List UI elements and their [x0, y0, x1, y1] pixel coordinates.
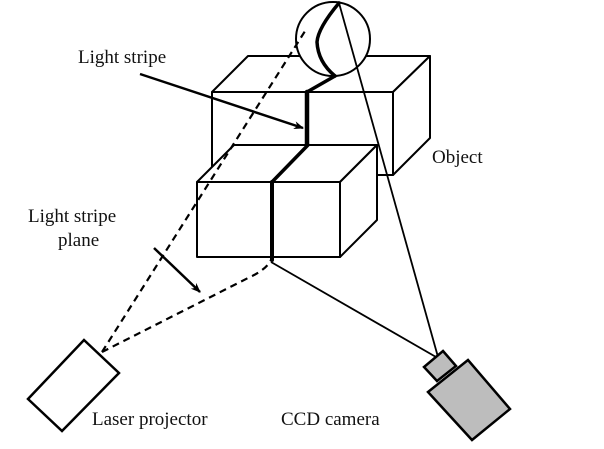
light-stripe-plane-arrow [153, 247, 201, 293]
light-stripe-arrow [139, 72, 304, 130]
front-cube-front-face [196, 181, 341, 258]
back-cube-stripe-top [305, 74, 337, 94]
laser-plane-rays [101, 27, 308, 353]
stripe-on-front-cube [270, 143, 310, 262]
laser-projector-icon [26, 338, 121, 433]
laser-ray-lower [101, 259, 272, 353]
camera-lens [422, 349, 458, 383]
label-laser-projector: Laser projector [92, 409, 208, 430]
camera-sight-lines [270, 2, 439, 358]
sight-line-to-sphere [338, 2, 439, 358]
sight-line-to-front-cube [270, 261, 437, 358]
back-cube-right-face [392, 55, 431, 176]
label-light-stripe-plane-line2: plane [58, 230, 99, 251]
camera-body [426, 358, 512, 442]
front-cube-stripe-top [270, 143, 310, 184]
ccd-camera-icon [422, 349, 512, 442]
front-cube-right-face [339, 144, 378, 258]
sphere-stripe-curve [315, 1, 341, 78]
label-light-stripe-plane-line1: Light stripe [28, 206, 116, 227]
label-light-stripe: Light stripe [78, 47, 166, 68]
label-object: Object [432, 147, 483, 168]
label-ccd-camera: CCD camera [281, 409, 380, 430]
stripe-on-back-cube [304, 1, 341, 148]
front-cube [196, 144, 378, 258]
laser-ray-upper [101, 27, 308, 353]
